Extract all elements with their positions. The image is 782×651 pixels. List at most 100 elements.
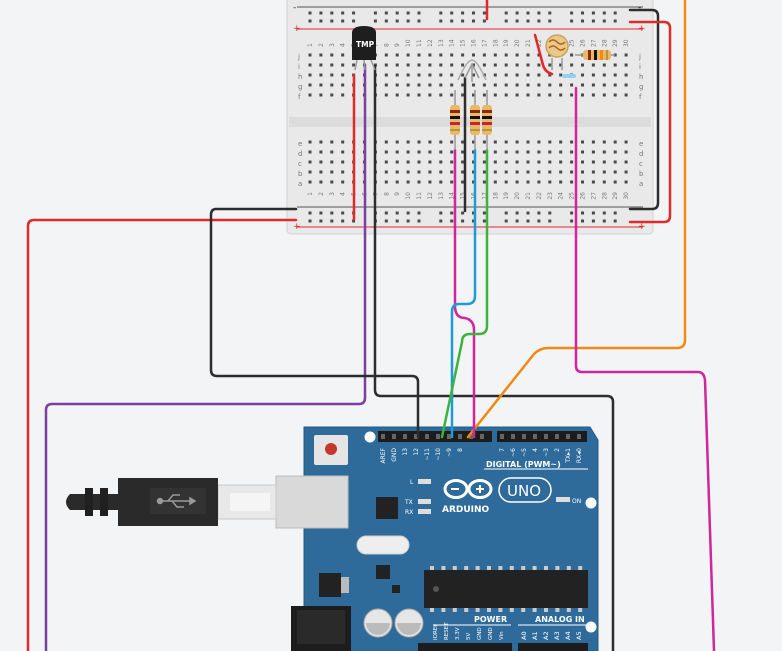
- resistor[interactable]: [450, 90, 460, 150]
- breadboard-hole: [472, 160, 475, 164]
- rail-hole: [406, 11, 410, 15]
- rail-hole: [482, 11, 486, 15]
- digital-pins[interactable]: [381, 434, 581, 439]
- plus-label: +: [638, 222, 646, 232]
- breadboard-hole: [319, 150, 323, 154]
- resistor[interactable]: [470, 90, 480, 150]
- breadboard-hole: [384, 73, 388, 77]
- breadboard-hole: [341, 140, 345, 144]
- header-pin[interactable]: [381, 434, 385, 439]
- column-number: 14: [449, 192, 456, 200]
- breadboard-hole: [450, 150, 454, 154]
- breadboard-hole: [613, 170, 617, 174]
- row-letter: d: [298, 150, 302, 158]
- wires[interactable]: [26, 0, 716, 651]
- rail-hole: [341, 11, 345, 15]
- purple-signal-wire: [44, 63, 367, 651]
- breadboard-hole: [406, 93, 410, 97]
- header-pin[interactable]: [425, 434, 429, 439]
- reset-button-cap[interactable]: [325, 443, 337, 455]
- resistor[interactable]: [482, 90, 492, 150]
- breadboard-hole: [406, 140, 410, 144]
- voltage-regulator: [319, 573, 341, 597]
- breadboard-hole: [504, 140, 508, 144]
- rail-hole: [472, 19, 475, 23]
- breadboard-hole: [417, 73, 421, 77]
- header-pin[interactable]: [533, 434, 537, 439]
- rail-hole: [581, 19, 584, 23]
- header-pin[interactable]: [500, 434, 504, 439]
- breadboard-hole: [526, 93, 530, 97]
- breadboard-hole: [308, 140, 312, 144]
- mount-hole: [364, 431, 376, 443]
- header-pin[interactable]: [555, 434, 559, 439]
- analog-pin-label: A4: [564, 631, 572, 640]
- column-number: 10: [405, 192, 412, 200]
- row-letter: h: [639, 73, 643, 81]
- breadboard-hole: [581, 140, 584, 144]
- breadboard-hole: [417, 170, 421, 174]
- photoresistor[interactable]: [545, 34, 569, 70]
- row-letters-right: j i h g f e d c b a: [638, 53, 644, 188]
- breadboard-hole: [472, 63, 475, 67]
- header-pin[interactable]: [436, 434, 440, 439]
- rgb-led[interactable]: [457, 59, 487, 82]
- breadboard-hole: [537, 93, 541, 97]
- breadboard-hole: [559, 73, 563, 77]
- chip-leg: [487, 608, 491, 612]
- breadboard-hole: [450, 160, 454, 164]
- digital-header-right[interactable]: [497, 431, 587, 442]
- header-pin[interactable]: [469, 434, 473, 439]
- header-pin[interactable]: [480, 434, 484, 439]
- row-letter: c: [298, 160, 302, 168]
- header-pin[interactable]: [447, 434, 451, 439]
- usb-cable[interactable]: [66, 475, 349, 529]
- black-ground-wire: [209, 207, 420, 439]
- breadboard-hole: [515, 180, 519, 184]
- rail-hole: [570, 11, 574, 15]
- column-number: 30: [623, 192, 630, 200]
- rail-hole: [417, 11, 421, 15]
- rail-hole: [373, 19, 377, 23]
- column-number: 24: [558, 192, 565, 200]
- rail-hole: [406, 219, 410, 223]
- breadboard-hole: [472, 73, 475, 77]
- header-pin[interactable]: [566, 434, 570, 439]
- power-pin-label: 5V: [466, 633, 472, 640]
- analog-header[interactable]: [518, 643, 588, 651]
- led-resistors[interactable]: [450, 90, 492, 150]
- ldr-resistor[interactable]: [575, 50, 615, 60]
- power-pin-label: IOREF: [433, 624, 439, 640]
- breadboard-hole: [472, 150, 475, 154]
- power-header[interactable]: [418, 643, 512, 651]
- breadboard-hole: [472, 170, 475, 174]
- header-pin[interactable]: [403, 434, 407, 439]
- header-pin[interactable]: [544, 434, 548, 439]
- breadboard-hole: [591, 140, 595, 144]
- breadboard-hole: [570, 53, 574, 57]
- breadboard-hole: [428, 170, 432, 174]
- black-rail-jumper: [628, 8, 660, 211]
- row-letter: j: [297, 53, 300, 61]
- plus-label: +: [293, 24, 301, 34]
- breadboard-hole: [515, 160, 519, 164]
- header-pin[interactable]: [458, 434, 462, 439]
- temperature-sensor[interactable]: TMP: [352, 26, 376, 71]
- magenta-ldr-wire: [574, 86, 716, 651]
- rail-hole: [602, 11, 606, 15]
- breadboard-hole: [428, 63, 432, 67]
- column-number: 19: [503, 192, 510, 200]
- header-pin[interactable]: [392, 434, 396, 439]
- chip-leg: [464, 608, 469, 612]
- header-pin[interactable]: [522, 434, 526, 439]
- column-number: 29: [612, 39, 619, 47]
- header-pin[interactable]: [577, 434, 581, 439]
- breadboard-hole: [515, 63, 519, 67]
- breadboard-hole: [384, 63, 388, 67]
- header-pin[interactable]: [414, 434, 418, 439]
- header-pin[interactable]: [511, 434, 515, 439]
- digital-header-left[interactable]: [378, 431, 492, 442]
- breadboard-hole: [417, 53, 421, 57]
- breadboard-hole: [559, 180, 563, 184]
